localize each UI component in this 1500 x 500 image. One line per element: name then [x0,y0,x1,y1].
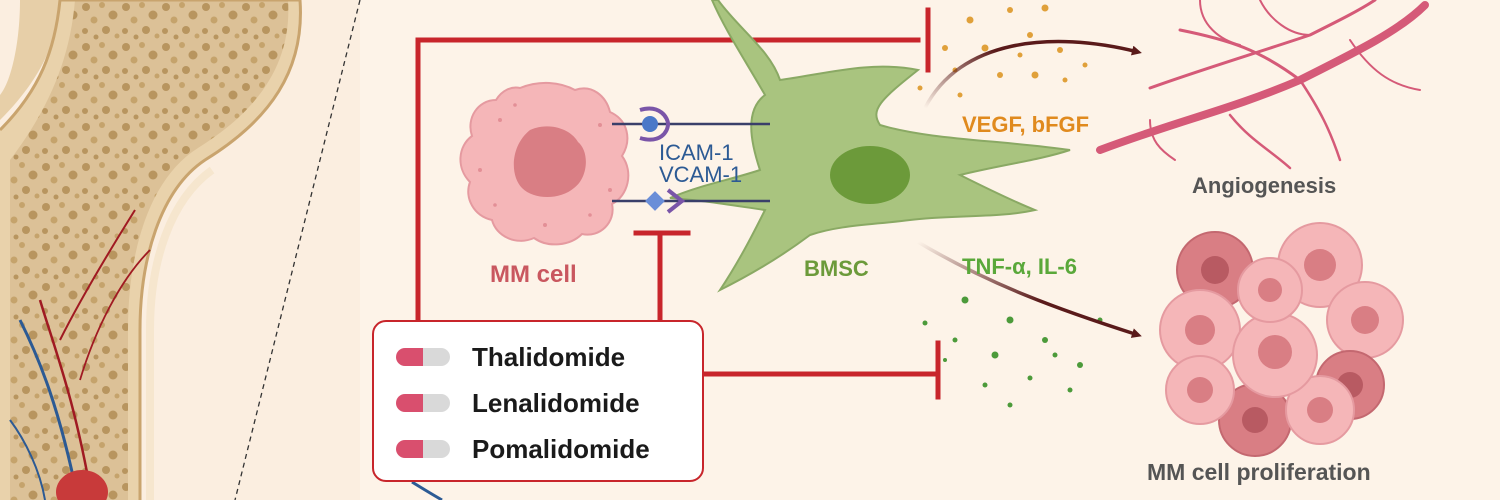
drug-box: Thalidomide Lenalidomide Pomalidomide [372,320,704,482]
tnf-label: TNF-α, IL-6 [962,254,1077,279]
angiogenesis-vessels [1096,0,1429,170]
vcam-label: VCAM-1 [659,162,743,187]
pill-icon [396,394,450,412]
pill-icon [396,348,450,366]
icam-label: ICAM-1 [659,140,734,165]
drug-item-pomalidomide: Pomalidomide [396,434,650,464]
bone-panel [0,0,361,500]
bmsc-label: BMSC [804,256,869,281]
mm-cell-cluster [1159,222,1404,457]
arrow-to-angiogenesis [923,39,1142,109]
arrow-to-proliferation [917,240,1142,338]
mm-cell-label: MM cell [490,261,577,288]
mm-cell [459,82,630,246]
drug-item-thalidomide: Thalidomide [396,342,625,372]
proliferation-label: MM cell proliferation [1147,459,1371,485]
drug-item-lenalidomide: Lenalidomide [396,388,640,418]
angiogenesis-label: Angiogenesis [1192,173,1337,198]
drug-name: Pomalidomide [472,433,650,464]
drug-name: Thalidomide [472,341,626,372]
pill-icon [396,440,450,458]
drug-name: Lenalidomide [472,387,640,418]
tnf-particles [922,296,1103,408]
bmsc-cell [669,0,1071,293]
vegf-label: VEGF, bFGF [962,112,1090,137]
